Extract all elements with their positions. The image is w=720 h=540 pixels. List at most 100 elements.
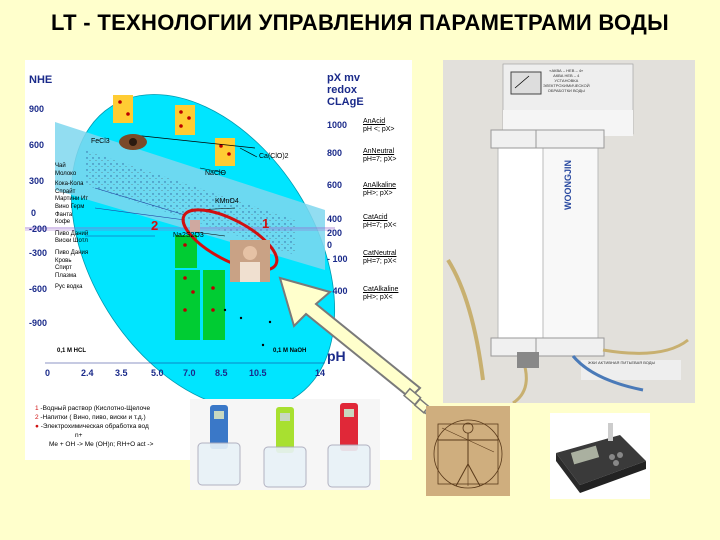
legend-item: ● -Электрохимическая обработка вод [35, 422, 153, 431]
drink-label: Кофе [55, 219, 71, 226]
left-axis-title: NHE [29, 74, 53, 86]
ph-meters-photo [190, 399, 380, 490]
legend-text: -Напитки ( Вино, пиво, виски и т.д.) [38, 414, 146, 421]
green-block [175, 235, 197, 268]
left-tick: 600 [29, 140, 45, 150]
region-desc: pH>; pX< [363, 294, 393, 301]
drink-label: Кровь [55, 257, 72, 264]
left-tick: -600 [29, 284, 48, 294]
bottom-tick: 2.4 [81, 368, 94, 378]
right-tick: 200 [327, 228, 343, 238]
drink-label: Виски Шотл [55, 238, 88, 245]
orange-block [215, 138, 235, 166]
green-block [175, 270, 200, 340]
region-desc: pH=7; pX< [363, 258, 397, 265]
left-tick: -200 [29, 224, 48, 234]
region-label: CatAcid pH=7; pX< [363, 214, 396, 230]
region-name: CatAcid [363, 214, 388, 221]
bottom-tick: 5.0 [151, 368, 164, 378]
left-tick: -900 [29, 318, 48, 328]
device-label-line: УСТАНОВКА [554, 78, 579, 83]
marker-2: 2 [151, 218, 159, 233]
legend-text: -Водный раствор (Кислотно-Щелоче [38, 405, 151, 412]
bottom-tick: 14 [315, 368, 326, 378]
water-device-photo: WOONGJIN «АКВА – НЕВ – 4» АКВА НЕВ – 4 У… [443, 60, 695, 403]
drink-label: Фанта [55, 211, 73, 218]
device-bottom-text: ЖКИ АКТИВНАЯ ПИТЬЕВАЯ ВОДЫ [588, 360, 656, 365]
region-label: CatNeutral pH=7; pX< [363, 250, 396, 266]
region-label: AnAlkaline pH>; pX> [363, 182, 396, 198]
device-label-line: ЭЛЕКТРОХИМИЧЕСКОЙ [543, 83, 590, 88]
brand-label: WOONGJIN [563, 159, 573, 210]
region-name: CatNeutral [363, 250, 397, 257]
right-tick: 1000 [327, 120, 348, 130]
bottom-tick: 7.0 [183, 368, 196, 378]
legend-marker: 1 [35, 405, 39, 412]
right-axis-title: pX mv redox CLAgE [327, 72, 364, 108]
right-axis-title-line: pX mv [327, 72, 361, 84]
right-axis-title-line: redox [327, 84, 357, 96]
chemical-label: FeCl3 [91, 138, 110, 145]
diagram-graphics [25, 94, 336, 410]
legend-marker: 2 [35, 414, 39, 421]
region-label: CatAlkaline pH>; pX< [363, 286, 398, 302]
region-name: AnAcid [363, 118, 386, 125]
drink-label: Пиво Даний [55, 230, 89, 237]
right-axis-title-line: CLAgE [327, 96, 364, 108]
vitruvian-man-image [426, 406, 510, 496]
left-tick: 0 [31, 208, 37, 218]
drink-label: Пиво Дания [55, 249, 89, 256]
bottom-tick: 3.5 [115, 368, 128, 378]
legend-text: -Электрохимическая обработка вод [38, 423, 149, 430]
right-tick: 800 [327, 148, 343, 158]
chemical-label: KMnO4 [215, 198, 239, 205]
pointer-arrow [278, 276, 438, 420]
measuring-device-photo [550, 413, 650, 499]
device-label-line: АКВА НЕВ – 4 [553, 73, 580, 78]
region-name: AnNeutral [363, 148, 395, 155]
region-name: CatAlkaline [363, 286, 399, 293]
legend: 1 -Водный раствор (Кислотно-Щелоче 2 -На… [35, 404, 153, 449]
legend-marker: ● [35, 423, 39, 430]
drink-label: Чай [55, 163, 66, 169]
right-tick: 600 [327, 180, 343, 190]
left-tick: 900 [29, 104, 45, 114]
bottom-tick: 0 [45, 368, 51, 378]
region-name: AnAlkaline [363, 182, 397, 189]
chemical-label: NaClO [205, 170, 227, 177]
right-tick: - 400 [327, 286, 348, 296]
equation-superscript: n+ [75, 432, 83, 439]
marker-1: 1 [262, 216, 270, 231]
naoh-label: 0,1 M NaOH [273, 348, 307, 354]
legend-item: 1 -Водный раствор (Кислотно-Щелоче [35, 404, 153, 413]
device-label: «АКВА – НЕВ – 4» АКВА НЕВ – 4 УСТАНОВКА … [543, 68, 590, 93]
measuring-device-graphics [550, 413, 650, 499]
right-tick: - 100 [327, 254, 348, 264]
vitruvian-graphics [426, 406, 510, 496]
drink-label: Молоко [55, 170, 77, 177]
drink-label: Мартини Ит [55, 196, 89, 203]
region-desc: pH=7; pX< [363, 222, 397, 229]
device-graphics [443, 60, 695, 403]
drinks-list: Чай Молоко Кока-Кола Спрайт Мартини Ит В… [55, 163, 88, 292]
drink-label: Спрайт [55, 188, 76, 195]
region-desc: pH=7; pX> [363, 156, 397, 163]
hcl-label: 0,1 M HCL [57, 348, 87, 354]
bottom-tick: 10.5 [249, 368, 267, 378]
redox-ph-diagram: NHE pX mv redox CLAgE 900 600 300 0 -200… [25, 60, 412, 460]
region-desc: pH>; pX> [363, 190, 393, 197]
chemical-label: Na2S2O3 [173, 232, 204, 239]
drink-label: Спирт [55, 265, 72, 272]
drink-label: Кока-Кола [55, 181, 84, 188]
ph-meters-graphics [190, 399, 380, 490]
orange-block [175, 105, 195, 135]
equation: Me + OH -> Me (OH)n; RH+O act -> [49, 441, 154, 448]
device-label-line: ОБРАБОТКИ ВОДЫ [547, 88, 585, 93]
green-block [203, 270, 225, 340]
highlight-ellipse [181, 208, 279, 272]
drink-label: Вино Герм [55, 203, 85, 210]
page-title: LT - ТЕХНОЛОГИИ УПРАВЛЕНИЯ ПАРАМЕТРАМИ В… [51, 10, 669, 35]
right-tick: 400 [327, 214, 343, 224]
left-tick: -300 [29, 248, 48, 258]
left-tick: 300 [29, 176, 45, 186]
